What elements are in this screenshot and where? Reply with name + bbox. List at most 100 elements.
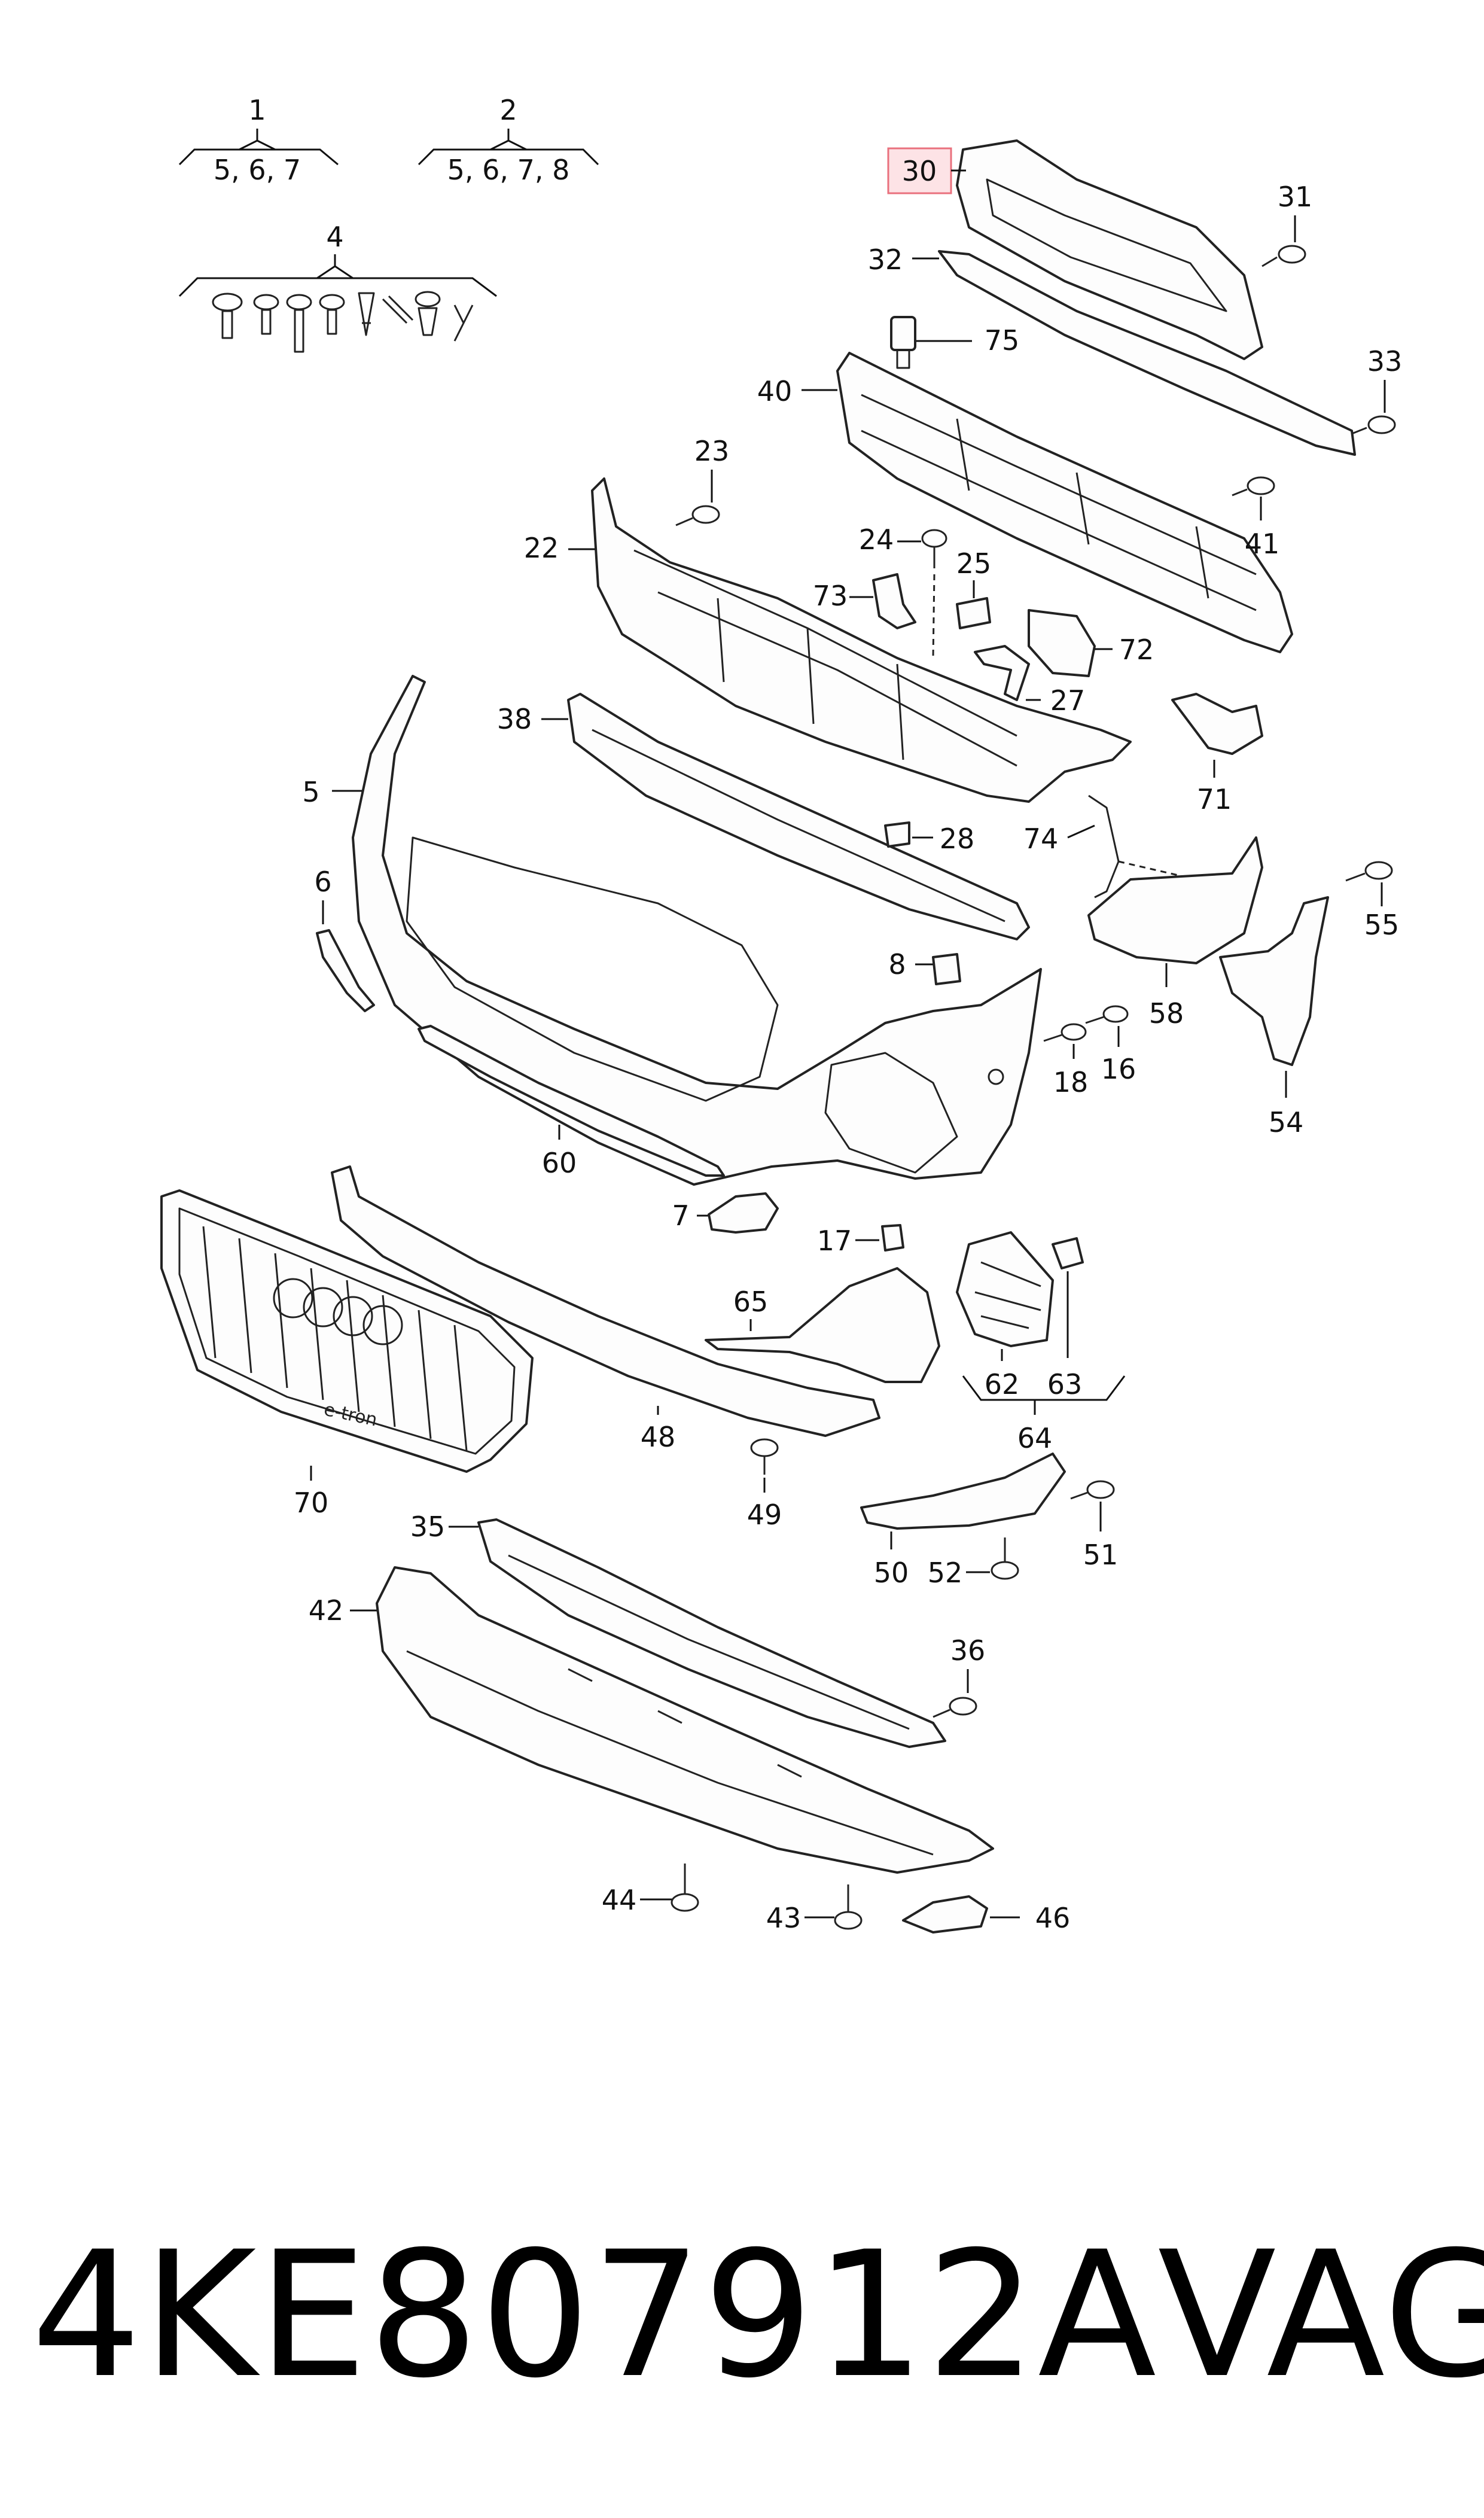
svg-text:44: 44 [602, 1884, 637, 1916]
callout-1: 1 [248, 94, 266, 126]
callout-24: 24 [859, 523, 947, 659]
svg-text:43: 43 [766, 1902, 802, 1934]
svg-text:16: 16 [1101, 1053, 1136, 1085]
svg-text:25: 25 [956, 547, 992, 580]
callout-31: 31 [1261, 181, 1313, 267]
svg-text:17: 17 [817, 1225, 852, 1257]
svg-text:60: 60 [542, 1147, 577, 1179]
part-number-footer: 4KE807912A VAG [31, 2215, 1484, 2416]
svg-text:36: 36 [950, 1634, 986, 1667]
part-74-bracket: 74 [1023, 794, 1197, 899]
part-73-cover: 73 [813, 573, 916, 629]
part-17-clip: 17 [817, 1224, 904, 1257]
part-22-carrier: 22 [524, 477, 1132, 803]
part-35-strip: 35 [410, 1511, 946, 1748]
svg-text:75: 75 [985, 324, 1020, 357]
callout-18: 18 [1043, 1023, 1089, 1098]
svg-text:71: 71 [1197, 783, 1232, 815]
svg-text:7: 7 [672, 1199, 689, 1232]
svg-text:74: 74 [1023, 823, 1059, 855]
svg-text:70: 70 [294, 1487, 329, 1519]
callout-16: 16 [1085, 1005, 1136, 1085]
svg-text:48: 48 [641, 1421, 676, 1453]
callout-2: 2 [499, 94, 517, 126]
callout-52: 52 [928, 1537, 1019, 1589]
callout-23: 23 [675, 435, 730, 526]
part-25-clip: 25 [956, 547, 992, 629]
part-58-guide: 58 [1087, 836, 1263, 1030]
svg-text:41: 41 [1245, 528, 1280, 560]
svg-text:46: 46 [1035, 1902, 1071, 1934]
callout-30-highlight [887, 147, 952, 194]
callout-44: 44 [602, 1864, 699, 1916]
callout-49: 49 [747, 1438, 782, 1531]
part-number: 4KE807912A [31, 2214, 1158, 2416]
callout-64: 64 [962, 1375, 1126, 1454]
fastener-set-icons [212, 291, 474, 353]
callout-4: 4 [326, 221, 343, 253]
svg-text:5: 5 [302, 776, 319, 808]
svg-text:40: 40 [757, 375, 793, 407]
callout-30: 30 [902, 155, 937, 187]
svg-text:33: 33 [1367, 345, 1403, 377]
svg-text:50: 50 [874, 1557, 909, 1589]
svg-text:42: 42 [309, 1594, 344, 1627]
callout-group-4: 4 [178, 221, 497, 297]
svg-text:62: 62 [985, 1368, 1020, 1400]
svg-text:28: 28 [940, 823, 975, 855]
callout-36: 36 [933, 1634, 986, 1718]
svg-text:49: 49 [747, 1499, 782, 1531]
svg-text:64: 64 [1017, 1422, 1053, 1454]
part-65-fog-frame: 65 [705, 1267, 940, 1383]
svg-text:22: 22 [524, 532, 559, 564]
svg-text:51: 51 [1083, 1539, 1119, 1571]
svg-text:23: 23 [694, 435, 730, 467]
part-70-grille: e-tron 70 [160, 1189, 534, 1519]
part-28-clip: 28 [884, 821, 975, 855]
part-71-bracket: 71 [1171, 693, 1263, 815]
brand: VAG [1157, 2214, 1484, 2416]
svg-text:38: 38 [497, 703, 532, 735]
svg-text:73: 73 [813, 580, 848, 612]
svg-text:27: 27 [1050, 684, 1086, 717]
part-8-clip: 8 [888, 948, 961, 985]
part-46-cover: 46 [902, 1895, 1071, 1934]
part-30-frame: 30 [887, 139, 1263, 360]
svg-text:55: 55 [1364, 909, 1400, 941]
callout-33: 33 [1351, 345, 1403, 435]
svg-text:54: 54 [1269, 1106, 1304, 1138]
callout-1-sub: 5, 6, 7 [214, 154, 301, 186]
svg-text:24: 24 [859, 523, 894, 556]
svg-text:35: 35 [410, 1511, 446, 1543]
svg-text:6: 6 [314, 866, 331, 898]
callout-51: 51 [1070, 1480, 1119, 1571]
callout-2-sub: 5, 6, 7, 8 [447, 154, 570, 186]
part-32-strip: 32 [868, 243, 1356, 456]
svg-text:32: 32 [868, 243, 903, 276]
part-60-strip: 60 [418, 1025, 725, 1179]
callout-55: 55 [1345, 861, 1400, 941]
svg-text:8: 8 [888, 948, 906, 981]
callout-43: 43 [766, 1884, 863, 1934]
svg-text:63: 63 [1047, 1368, 1083, 1400]
part-75-sensor: 75 [890, 316, 1020, 369]
callout-group-1: 1 5, 6, 7 [178, 94, 339, 186]
part-7-cap: 7 [672, 1192, 779, 1234]
svg-text:31: 31 [1278, 181, 1313, 213]
part-72-radar: 72 [1028, 609, 1154, 677]
svg-text:52: 52 [928, 1557, 963, 1589]
part-48-strip: 48 [331, 1165, 880, 1453]
part-63-clip: 63 [1047, 1237, 1084, 1400]
svg-text:18: 18 [1053, 1066, 1089, 1098]
svg-text:72: 72 [1119, 634, 1154, 666]
callout-41: 41 [1232, 476, 1280, 560]
part-38-strip: 38 [497, 693, 1030, 940]
svg-text:65: 65 [733, 1286, 769, 1318]
part-27-bracket: 27 [974, 645, 1086, 717]
part-42-undertray: 42 [309, 1566, 994, 1874]
svg-text:58: 58 [1149, 997, 1184, 1030]
part-40-carrier: 40 [757, 352, 1293, 653]
callout-group-2: 2 5, 6, 7, 8 [418, 94, 599, 186]
part-6-trim: 6 [314, 866, 375, 1012]
